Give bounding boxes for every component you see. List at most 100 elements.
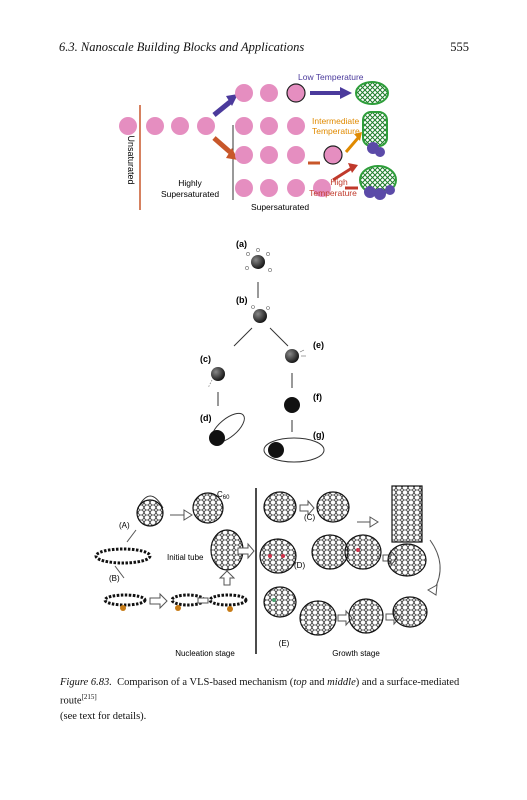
vapor-dot: [251, 305, 255, 309]
nanowire-cluster: [355, 81, 389, 105]
label-growth-stage: Growth stage: [332, 649, 380, 658]
growth-trace: [207, 379, 213, 389]
droplet: [260, 84, 278, 102]
tube: [259, 538, 297, 574]
curved-arrow-head: [427, 584, 438, 596]
arrow-outline: [126, 529, 137, 543]
cluster-ball: [375, 147, 385, 157]
label-high-1: High: [330, 177, 348, 187]
label-intermediate-2: Temperature: [312, 126, 360, 136]
arrow-outline-block: [299, 499, 315, 517]
arrow-up-outline: [218, 570, 236, 586]
particle-f: [284, 397, 300, 413]
tube: [311, 534, 349, 570]
vapor-dot: [246, 252, 250, 256]
droplet: [260, 146, 278, 164]
catalyst-dot: [227, 606, 233, 612]
arrow-intermediate: [344, 137, 360, 153]
droplet: [287, 146, 305, 164]
tube: [263, 586, 297, 618]
arrow-high: [332, 166, 353, 182]
droplet: [235, 179, 253, 197]
tail-g: [263, 437, 325, 463]
label-c60: C60: [217, 490, 230, 501]
particle-a: [251, 255, 265, 269]
label-unsaturated: Unsaturated: [126, 135, 136, 184]
label-nucleation-stage: Nucleation stage: [175, 649, 235, 658]
page-number: 555: [450, 40, 469, 54]
section-title: 6.3. Nanoscale Building Blocks and Appli…: [59, 40, 305, 54]
catalyst-dot: [175, 605, 181, 611]
arrow-purple: [212, 100, 232, 117]
label-highly-1: Highly: [178, 178, 202, 188]
caption-ref: [215]: [81, 693, 97, 701]
tube: [263, 491, 297, 523]
cluster-ball: [374, 188, 386, 200]
vapor-dot: [245, 266, 249, 270]
arrow-purple-head: [226, 94, 238, 106]
droplet: [235, 117, 253, 135]
tube: [387, 543, 427, 577]
particle-e: [285, 349, 299, 363]
vapor-dash: [299, 349, 305, 353]
label-a: (a): [236, 239, 247, 249]
caption-text-2: ) and a surface-mediated route: [60, 677, 460, 707]
tube: [299, 600, 337, 636]
label-C: (C): [304, 513, 315, 522]
chain-stage-3: [208, 593, 248, 607]
label-c: (c): [200, 354, 211, 364]
arrow-high-head: [348, 163, 358, 173]
particle-c: [211, 367, 225, 381]
arrow-outline-head: [183, 509, 193, 521]
label-low-temperature: Low Temperature: [298, 72, 364, 82]
particle-b: [253, 309, 267, 323]
vapor-dot: [266, 252, 270, 256]
arrow-outline: [114, 565, 125, 579]
caption-and: and: [306, 677, 328, 688]
particle-d: [209, 430, 225, 446]
droplet: [119, 117, 137, 135]
nanowire-intermediate: [362, 111, 388, 147]
label-supersaturated: Supersaturated: [251, 202, 309, 212]
arrow-orange-head: [226, 148, 238, 160]
vapor-dot: [268, 268, 272, 272]
equal-sign: [197, 597, 209, 604]
droplet: [146, 117, 164, 135]
curved-arrow: [429, 539, 441, 591]
defect-dot: [272, 598, 276, 602]
arrow-outline-block: [237, 542, 255, 560]
vls-top-figure: Unsaturated Low Temperature Intermediate…: [119, 72, 397, 212]
defect-dot: [268, 554, 272, 558]
tube: [316, 491, 350, 523]
step-line: [269, 327, 289, 347]
carbon-ring: [94, 547, 152, 565]
label-intermediate-1: Intermediate: [312, 116, 360, 126]
caption-text-3: (see text for details).: [60, 710, 147, 722]
label-highly-2: Supersaturated: [161, 189, 219, 199]
arrow-outline-block: [149, 592, 168, 610]
vapor-dot: [266, 306, 270, 310]
arrow-orange: [212, 136, 232, 154]
defect-dot: [281, 554, 285, 558]
cluster-ball: [364, 186, 376, 198]
droplet: [287, 117, 305, 135]
arrow-outline-head: [369, 516, 379, 528]
droplet: [197, 117, 215, 135]
label-E: (E): [279, 639, 290, 648]
step-line: [233, 327, 253, 347]
vls-middle-figure: (a) (b) (c) (e) (f) (d) (g): [200, 239, 325, 463]
caption-text-1: Comparison of a VLS-based mechanism (: [117, 677, 294, 688]
droplet: [235, 84, 253, 102]
label-D: (D): [294, 561, 305, 570]
cage-structure: [136, 499, 164, 527]
caption-prefix: Figure 6.83.: [60, 677, 112, 688]
caption-middle: middle: [327, 677, 356, 688]
defect-dot: [356, 548, 360, 552]
tube: [344, 534, 382, 570]
label-initial-tube: Initial tube: [167, 553, 204, 562]
droplet: [260, 117, 278, 135]
tube: [348, 598, 384, 634]
label-b: (b): [236, 295, 248, 305]
label-high-2: Temperature: [309, 188, 357, 198]
